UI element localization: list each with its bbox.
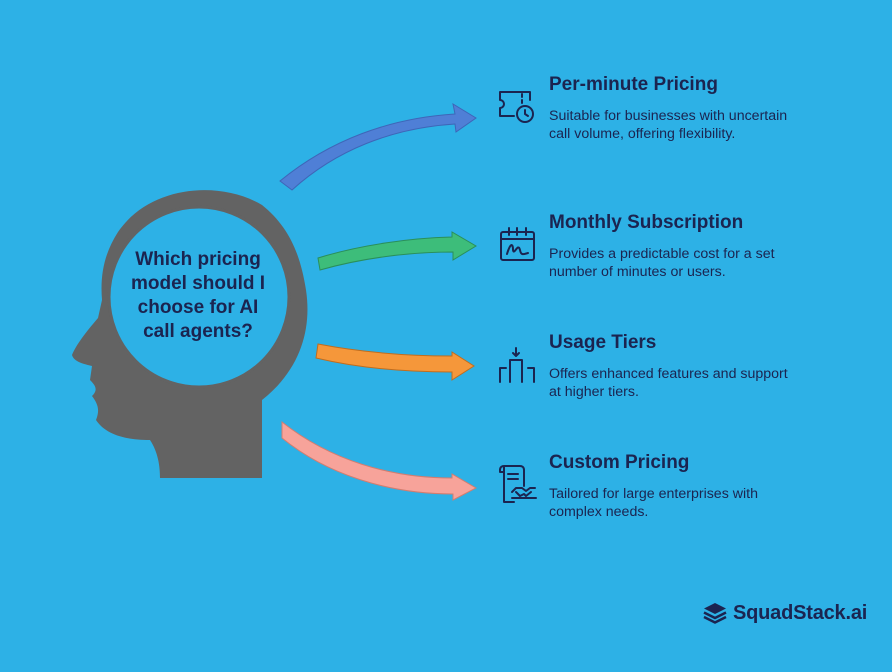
thought-circle xyxy=(107,205,291,389)
option-title: Per-minute Pricing xyxy=(549,74,718,95)
brand-logo: SquadStack.ai xyxy=(703,600,867,626)
arrow-monthly-subscription xyxy=(317,231,477,271)
tiers-bars-icon xyxy=(499,347,535,383)
option-description: Offers enhanced features and support at … xyxy=(549,366,788,400)
meter-clock-icon xyxy=(499,91,534,123)
arrow-custom-pricing xyxy=(281,420,478,501)
option-title: Custom Pricing xyxy=(549,452,690,473)
option-description: Provides a predictable cost for a set nu… xyxy=(549,246,775,280)
question-line: Which pricing xyxy=(135,249,261,270)
calendar-signature-icon xyxy=(500,227,535,261)
question-line: call agents? xyxy=(143,321,253,342)
option-title: Usage Tiers xyxy=(549,332,657,353)
arrow-per-minute xyxy=(279,102,477,191)
brand-name: SquadStack.ai xyxy=(733,601,868,624)
stack-layers-icon xyxy=(703,603,727,624)
arrow-usage-tiers xyxy=(315,343,475,381)
question-line: model should I xyxy=(130,273,266,294)
option-title: Monthly Subscription xyxy=(549,212,744,233)
central-question: Which pricing model should I choose for … xyxy=(118,248,278,344)
option-description: Suitable for businesses with uncertain c… xyxy=(549,108,788,142)
option-description: Tailored for large enterprises with comp… xyxy=(549,486,758,520)
contract-handshake-icon xyxy=(499,465,537,503)
question-line: choose for AI xyxy=(137,297,259,318)
